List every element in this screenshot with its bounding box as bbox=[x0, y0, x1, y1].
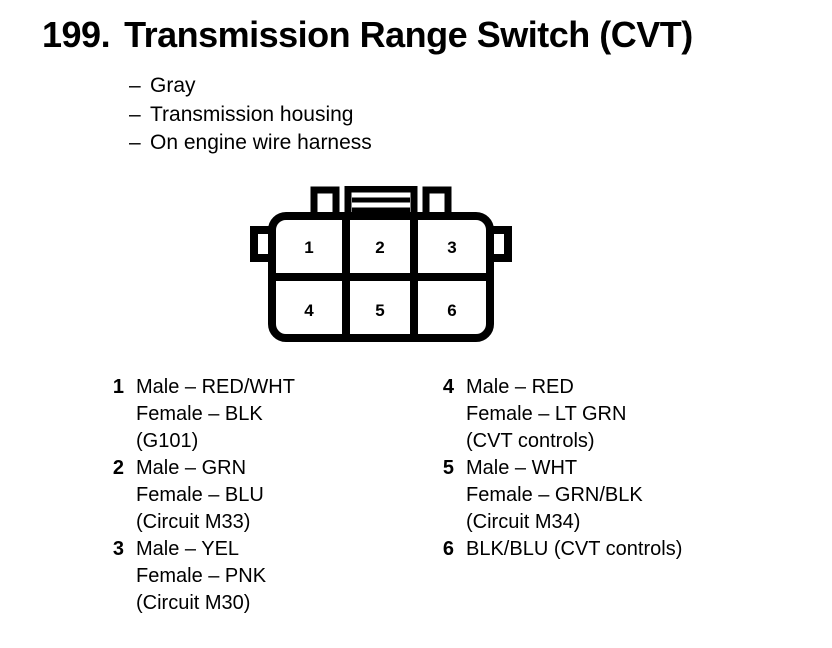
legend-line: Male – WHT bbox=[466, 457, 578, 479]
legend-line: (Circuit M30) bbox=[136, 592, 251, 614]
legend-entry-pin-3: 3 Male – YEL Female – PNK (Circuit M30) bbox=[108, 536, 295, 617]
legend-pin-number: 6 bbox=[442, 538, 454, 560]
list-item-label: Gray bbox=[150, 74, 196, 97]
figure-number: 199. bbox=[42, 14, 111, 55]
side-notch-right bbox=[488, 226, 512, 262]
legend-pin-number: 4 bbox=[442, 376, 454, 398]
legend-line: Female – BLU bbox=[136, 484, 264, 506]
dash-icon: – bbox=[129, 102, 141, 126]
legend-line: Male – RED bbox=[466, 376, 574, 398]
list-item-label: On engine wire harness bbox=[150, 131, 372, 154]
legend-line: (Circuit M33) bbox=[136, 511, 251, 533]
legend-line: Male – RED/WHT bbox=[136, 376, 295, 398]
legend-entry-pin-5: 5 Male – WHT Female – GRN/BLK (Circuit M… bbox=[438, 455, 682, 536]
connector-pin-4: 4 bbox=[304, 301, 314, 320]
page-title: 199. Transmission Range Switch (CVT) bbox=[42, 17, 693, 53]
connector-pin-5: 5 bbox=[375, 301, 384, 320]
legend-line: (CVT controls) bbox=[466, 430, 595, 452]
legend-entry-pin-2: 2 Male – GRN Female – BLU (Circuit M33) bbox=[108, 455, 295, 536]
connector-pin-6: 6 bbox=[447, 301, 456, 320]
connector-pin-1: 1 bbox=[304, 238, 313, 257]
list-item: –Gray bbox=[129, 72, 372, 101]
connector-outline-group: 1 2 3 4 5 6 bbox=[250, 186, 512, 342]
pin-legend-right: 4 Male – RED Female – LT GRN (CVT contro… bbox=[438, 374, 683, 563]
legend-pin-number: 2 bbox=[112, 457, 124, 479]
legend-entry-pin-6: 6 BLK/BLU (CVT controls) bbox=[438, 536, 683, 563]
figure-title-text: Transmission Range Switch (CVT) bbox=[124, 14, 693, 55]
legend-line: Male – YEL bbox=[136, 538, 240, 560]
pin-legend-left: 1 Male – RED/WHT Female – BLK (G101) 2 M… bbox=[108, 374, 295, 617]
legend-pin-number: 5 bbox=[442, 457, 454, 479]
legend-entry-pin-1: 1 Male – RED/WHT Female – BLK (G101) bbox=[108, 374, 295, 455]
dash-icon: – bbox=[129, 74, 141, 97]
legend-line: (G101) bbox=[136, 430, 199, 452]
legend-line: Female – PNK bbox=[136, 565, 267, 587]
side-notch-left bbox=[250, 226, 274, 262]
description-list: –Gray –Transmission housing –On engine w… bbox=[129, 72, 372, 158]
legend-entry-pin-4: 4 Male – RED Female – LT GRN (CVT contro… bbox=[438, 374, 682, 455]
list-item-label: Transmission housing bbox=[150, 102, 354, 126]
legend-line: Male – GRN bbox=[136, 457, 247, 479]
dash-icon: – bbox=[129, 131, 141, 154]
legend-line: Female – BLK bbox=[136, 403, 263, 425]
connector-pin-2: 2 bbox=[375, 238, 384, 257]
legend-line: BLK/BLU (CVT controls) bbox=[466, 538, 683, 560]
list-item: –On engine wire harness bbox=[129, 129, 372, 158]
connector-pin-3: 3 bbox=[447, 238, 456, 257]
legend-line: Female – GRN/BLK bbox=[466, 484, 643, 506]
legend-line: (Circuit M34) bbox=[466, 511, 581, 533]
legend-line: Female – LT GRN bbox=[466, 403, 627, 425]
legend-pin-number: 1 bbox=[112, 376, 124, 398]
legend-pin-number: 3 bbox=[112, 538, 124, 560]
list-item: –Transmission housing bbox=[129, 101, 372, 130]
connector-diagram: 1 2 3 4 5 6 bbox=[246, 186, 516, 346]
